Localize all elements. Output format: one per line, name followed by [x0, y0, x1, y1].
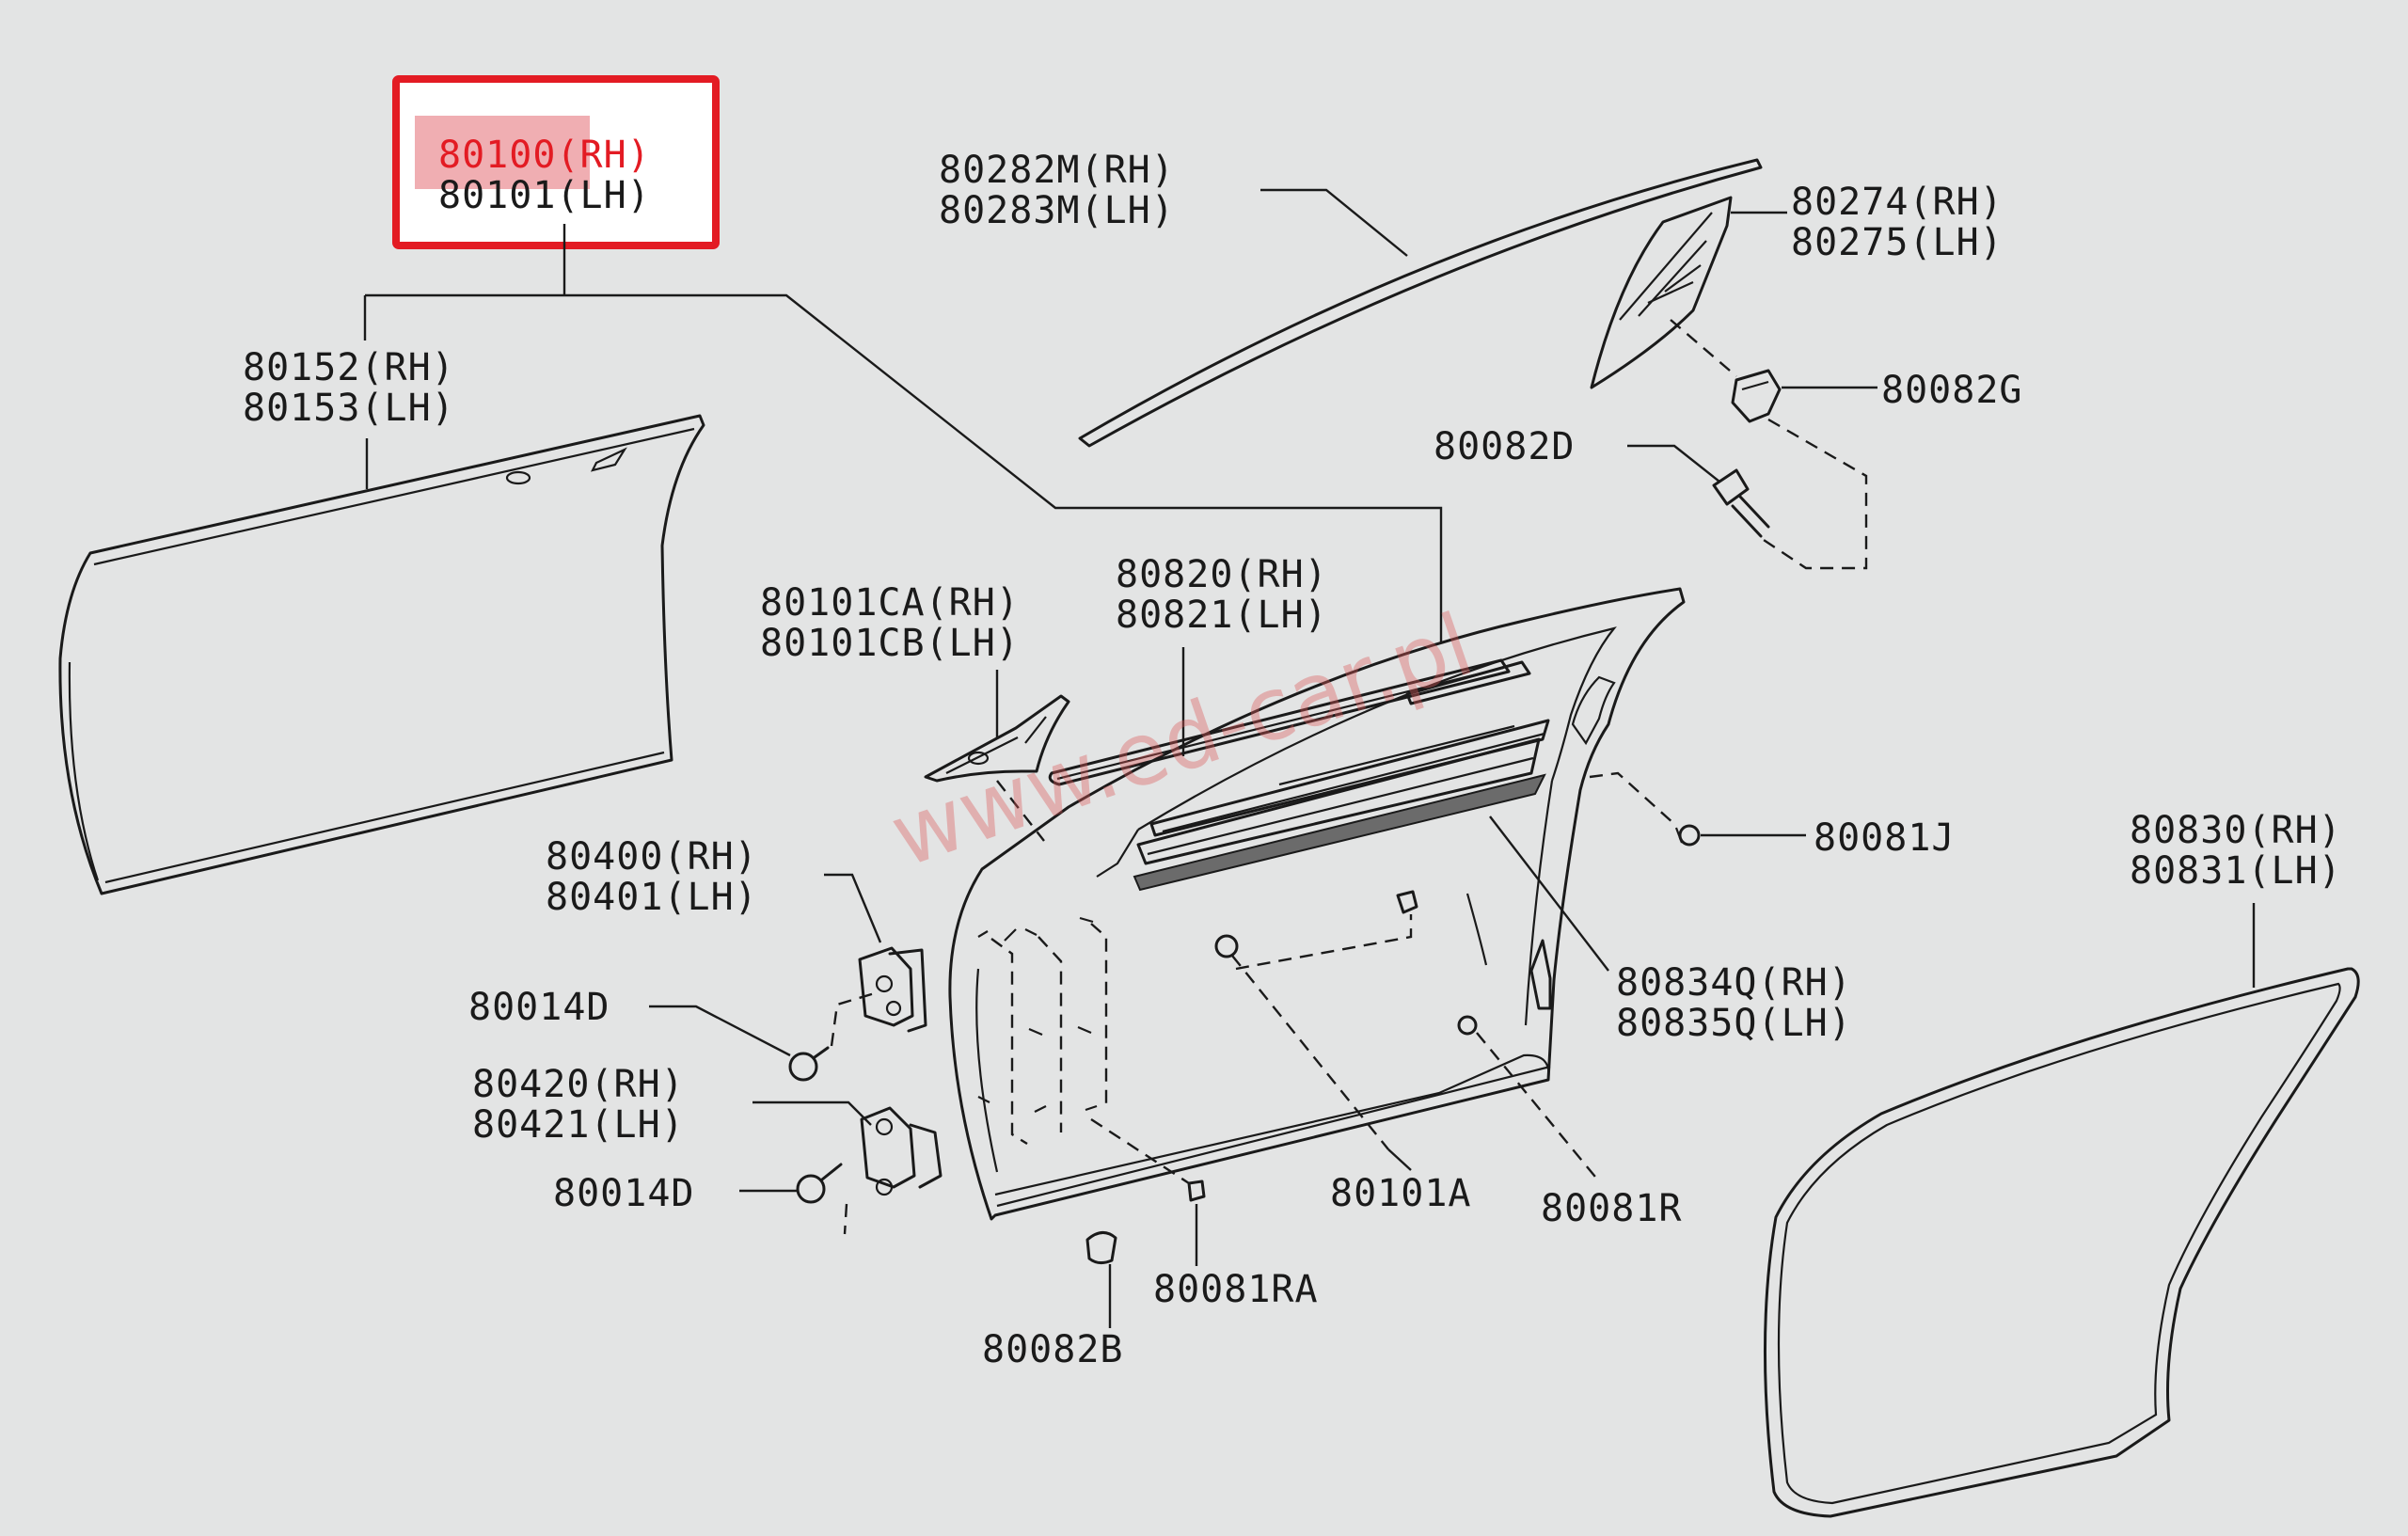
label-clip-ra[interactable]: 80081RA: [1153, 1268, 1319, 1311]
label-weatherstrip-lh[interactable]: 80831(LH): [2130, 849, 2342, 893]
label-corner-bracket-rh[interactable]: 80101CA(RH): [760, 581, 1020, 625]
window-channel-lower: [1133, 773, 1546, 892]
grommet-g-dash: [1670, 319, 1737, 377]
grommet-g-dash-2: [1760, 418, 1868, 570]
sash-moulding-leader: [1260, 188, 1408, 257]
bolt-upper: [788, 1046, 830, 1082]
bolt-upper-dash: [830, 991, 876, 1047]
hinge-mount-dash-4: [1090, 1117, 1190, 1185]
corner-cover: [1590, 196, 1733, 389]
inner-panel-grommets: [1214, 890, 1478, 1036]
label-bolt-upper[interactable]: 80014D: [468, 986, 610, 1029]
clip-d-leader: [1627, 444, 1720, 483]
label-sash-moulding-lh[interactable]: 80283M(LH): [939, 189, 1175, 232]
inner-seal-leader: [1489, 816, 1609, 972]
label-corner-cover-rh[interactable]: 80274(RH): [1791, 181, 2004, 224]
corner-bracket: [924, 694, 1070, 783]
sash-moulding: [1078, 158, 1763, 448]
lower-hinge-leader: [752, 1101, 872, 1126]
grommet-a-dash-2: [1231, 955, 1389, 1150]
hinge-mount-holes: [977, 916, 1098, 1113]
bolt-upper-leader: [649, 1005, 791, 1057]
grommet-a-dash-1: [1235, 914, 1413, 971]
label-clip-r[interactable]: 80081R: [1541, 1187, 1683, 1230]
label-door-assy-lh[interactable]: 80101(LH): [438, 174, 651, 217]
hinge-mount-dash-1: [990, 938, 1028, 1146]
label-outer-panel-rh[interactable]: 80152(RH): [243, 346, 455, 389]
label-clip-d[interactable]: 80082D: [1434, 425, 1576, 468]
label-inner-seal-rh[interactable]: 80834Q(RH): [1616, 961, 1852, 1005]
hinge-mount-dash-3: [1090, 923, 1108, 1106]
bolt-lower: [796, 1163, 843, 1204]
label-sash-moulding-rh[interactable]: 80282M(RH): [939, 149, 1175, 192]
label-plug-b[interactable]: 80082B: [982, 1328, 1124, 1371]
label-grommet-a[interactable]: 80101A: [1330, 1172, 1472, 1215]
lower-hinge-dash: [843, 1203, 848, 1235]
inner-door-frame: [948, 587, 1686, 1221]
label-bolt-lower[interactable]: 80014D: [553, 1172, 695, 1215]
clip-ra: [1187, 1180, 1206, 1202]
grommet-a-leader: [1387, 1148, 1412, 1171]
belt-moulding: [1048, 658, 1531, 786]
label-lower-hinge-lh[interactable]: 80421(LH): [472, 1103, 685, 1147]
clip-r-dash: [1476, 1032, 1600, 1182]
label-weatherstrip-rh[interactable]: 80830(RH): [2130, 809, 2342, 852]
label-upper-hinge-lh[interactable]: 80401(LH): [546, 876, 758, 919]
highlight-callout[interactable]: 80100(RH) 80101(LH): [392, 75, 720, 249]
upper-hinge-leader: [824, 873, 882, 943]
clip-j-dash: [1589, 771, 1675, 825]
label-corner-bracket-lh[interactable]: 80101CB(LH): [760, 622, 1020, 665]
plug-b: [1085, 1231, 1117, 1265]
grommet-g: [1731, 369, 1782, 423]
label-upper-hinge-rh[interactable]: 80400(RH): [546, 835, 758, 879]
clip-j: [1674, 824, 1701, 847]
label-clip-j[interactable]: 80081J: [1814, 816, 1956, 860]
label-door-assy-rh[interactable]: 80100(RH): [438, 134, 651, 177]
label-outer-panel-lh[interactable]: 80153(LH): [243, 387, 455, 430]
label-belt-moulding-rh[interactable]: 80820(RH): [1116, 553, 1328, 596]
inner-seal-strip: [1149, 719, 1550, 837]
outer-door-panel: [58, 414, 705, 895]
clip-d: [1712, 468, 1770, 538]
lower-hinge: [860, 1106, 943, 1196]
label-belt-moulding-lh[interactable]: 80821(LH): [1116, 594, 1328, 637]
door-weatherstrip: [1764, 967, 2360, 1518]
highlight-marker: [415, 116, 590, 189]
upper-hinge: [858, 946, 927, 1033]
label-grommet-g[interactable]: 80082G: [1881, 369, 2023, 412]
label-inner-seal-lh[interactable]: 80835Q(LH): [1616, 1002, 1852, 1045]
label-corner-cover-lh[interactable]: 80275(LH): [1791, 221, 2004, 264]
corner-bracket-dash: [996, 780, 1045, 842]
hinge-mount-dash-2: [1038, 936, 1063, 1132]
label-lower-hinge-rh[interactable]: 80420(RH): [472, 1063, 685, 1106]
door-assy-leader-lines: [363, 224, 1443, 643]
